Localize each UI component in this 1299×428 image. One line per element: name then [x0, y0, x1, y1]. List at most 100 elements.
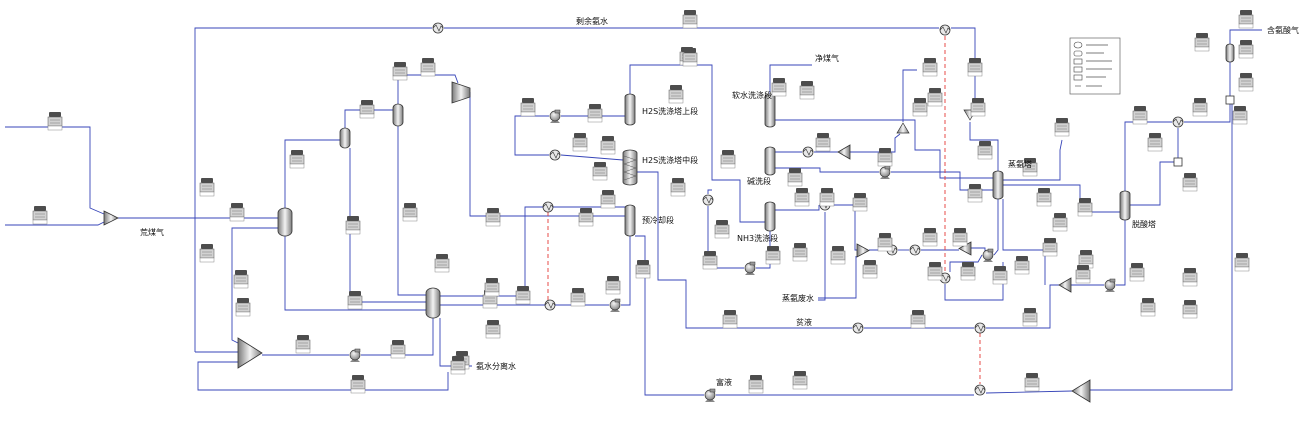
- stream-table-icon: [289, 150, 305, 169]
- stream-table-icon: [515, 286, 531, 305]
- label-remaining-ammonia-water: 剩余氨水: [576, 16, 608, 26]
- stream-table-icon: [392, 62, 408, 81]
- stream-table-icon: [720, 150, 736, 169]
- stream-line: [629, 64, 765, 223]
- heat-exchanger-icon: [542, 201, 554, 213]
- heat-exchanger-icon: [974, 322, 986, 334]
- stream-table-icon: [1238, 40, 1254, 59]
- stream-table-icon: [765, 246, 781, 265]
- pump-icon: [1104, 278, 1116, 292]
- mixer-icon: [1071, 379, 1091, 403]
- stream-table-icon: [1042, 238, 1058, 257]
- stream-table-icon: [952, 228, 968, 247]
- stream-line: [1229, 29, 1262, 44]
- separator-drum: [425, 287, 441, 319]
- stream-table-icon: [32, 206, 48, 225]
- stream-table-icon: [714, 220, 730, 239]
- stream-table-icon: [605, 276, 621, 295]
- stream-table-icon: [484, 278, 500, 297]
- stream-line: [985, 390, 1073, 394]
- stream-table-icon: [350, 375, 366, 394]
- stream-table-icon: [578, 208, 594, 227]
- stream-line: [637, 171, 852, 329]
- stream-line: [1184, 104, 1231, 123]
- stream-table-icon: [748, 375, 764, 394]
- stream-line: [197, 361, 449, 391]
- stream-table-icon: [485, 320, 501, 339]
- legend-box: [1069, 37, 1121, 95]
- stream-table-icon: [1238, 73, 1254, 92]
- mixer-icon: [1058, 277, 1072, 293]
- stream-table-icon: [927, 262, 943, 281]
- stream-table-icon: [229, 203, 245, 222]
- label-h2s-middle: H2S洗涤塔中段: [642, 155, 698, 165]
- mixer-icon: [856, 243, 870, 258]
- label-h2s-upper: H2S洗涤塔上段: [642, 106, 698, 116]
- label-deacid-tower: 脱酸塔: [1132, 219, 1156, 229]
- stream-table-icon: [682, 48, 698, 67]
- stream-table-icon: [815, 133, 831, 152]
- stream-line: [5, 221, 105, 226]
- compressor-icon: [451, 81, 471, 104]
- stream-table-icon: [1052, 213, 1068, 232]
- heat-exchanger-icon: [852, 322, 864, 334]
- heat-exchanger-icon: [939, 24, 951, 36]
- column-deacidifier: [1119, 190, 1131, 221]
- stream-line: [635, 235, 704, 396]
- pump-icon: [982, 248, 994, 262]
- label-rich-liquor: 富液: [716, 377, 732, 387]
- stream-line: [707, 189, 712, 194]
- mixer-icon: [237, 337, 263, 369]
- stream-table-icon: [912, 98, 928, 117]
- stream-table-icon: [1132, 106, 1148, 125]
- stream-table-icon: [722, 310, 738, 329]
- stream-line: [1003, 184, 1120, 213]
- stream-table-icon: [970, 98, 986, 117]
- stream-line: [831, 204, 857, 251]
- column-nh3-wash: [764, 201, 776, 232]
- stream-line: [284, 236, 426, 311]
- stream-table-icon: [1077, 198, 1093, 217]
- stream-table-icon: [1182, 268, 1198, 287]
- stream-line: [756, 231, 771, 269]
- pump-icon: [549, 109, 561, 123]
- stream-table-icon: [295, 335, 311, 354]
- stream-line: [769, 64, 812, 94]
- label-soft-water-wash: 软水洗涤段: [732, 90, 772, 100]
- heat-exchanger-icon: [974, 384, 986, 396]
- mixer-icon: [103, 210, 119, 226]
- column-precool: [624, 204, 636, 237]
- label-nh3-wash: NH3洗涤段: [737, 233, 778, 243]
- stream-line: [397, 126, 426, 296]
- stream-table-icon: [420, 58, 436, 77]
- stream-table-icon: [1022, 158, 1038, 177]
- stream-line: [361, 318, 434, 356]
- stream-table-icon: [600, 190, 616, 209]
- equipment-layer: [103, 22, 1235, 403]
- stream-line: [1002, 199, 1046, 285]
- stream-table-icon: [47, 112, 63, 131]
- stream-table-icon: [792, 243, 808, 262]
- heat-exchanger-icon: [1172, 116, 1184, 128]
- heat-exchanger-icon: [432, 22, 444, 34]
- label-raw-gas: 荒煤气: [140, 227, 164, 237]
- label-acid-gas: 含氨酸气: [1267, 25, 1299, 35]
- stream-line: [818, 212, 826, 301]
- stream-line: [440, 206, 543, 297]
- stream-table-icon: [702, 251, 718, 270]
- stream-line: [1003, 139, 1063, 181]
- heat-exchanger-icon: [544, 299, 556, 311]
- heat-exchanger-icon: [702, 194, 714, 206]
- stream-table-icon: [670, 178, 686, 197]
- stream-table-icon: [794, 188, 810, 207]
- column-caustic-wash: [764, 146, 776, 176]
- valve-icon: [896, 122, 910, 134]
- stream-table-icon: [635, 260, 651, 279]
- stream-table-icon: [1147, 133, 1163, 152]
- pump-icon: [349, 348, 361, 362]
- stream-table-icon: [862, 260, 878, 279]
- stream-table-icon: [1232, 106, 1248, 125]
- stream-line: [1116, 220, 1126, 286]
- stream-table-icon: [922, 58, 938, 77]
